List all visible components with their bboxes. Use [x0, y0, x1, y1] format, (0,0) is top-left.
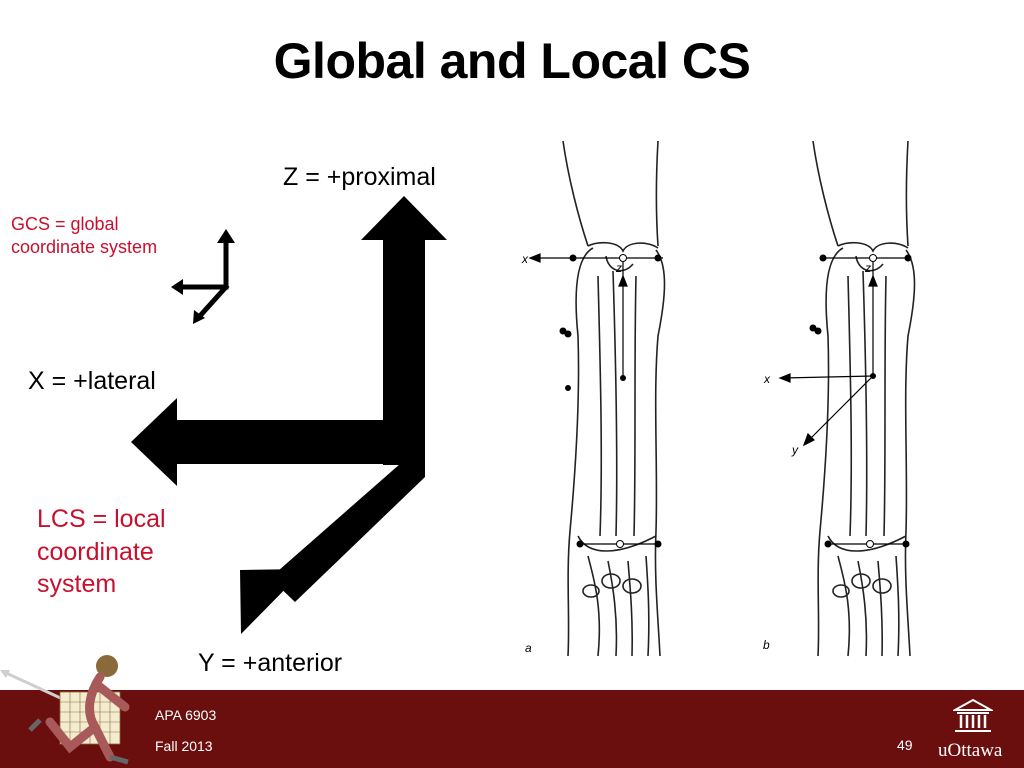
x-arrow-shaft	[177, 420, 425, 464]
leg-panel-b	[812, 140, 916, 657]
footer-course: APA 6903	[155, 707, 217, 723]
panel-b-y-label: y	[791, 443, 799, 457]
footer-page-number: 49	[897, 737, 913, 753]
footer-bar	[0, 690, 1024, 768]
lcs-note: LCS = local coordinate system	[37, 503, 166, 601]
leg-bone-figure: x z a z x y b	[521, 140, 916, 657]
leg-panel-a	[562, 140, 666, 657]
gcs-axes-icon	[171, 229, 235, 324]
gcs-note-line: GCS = global	[11, 214, 119, 234]
panel-a-x-label: x	[521, 252, 529, 266]
uottawa-building-icon	[953, 698, 993, 732]
y-arrow-head	[240, 569, 305, 634]
panel-b-x-label: x	[763, 372, 771, 386]
slide-title: Global and Local CS	[273, 33, 751, 89]
z-arrow-head	[361, 196, 447, 240]
panel-a-label: a	[525, 641, 532, 655]
y-arrow-shaft	[270, 442, 425, 602]
uottawa-logo-text: uOttawa	[938, 740, 1003, 761]
lcs-note-line: LCS = local	[37, 505, 166, 533]
panel-b-z-label: z	[864, 261, 871, 275]
x-arrow-head	[131, 398, 177, 486]
gcs-note: GCS = global coordinate system	[11, 213, 157, 260]
runner-logo	[0, 655, 130, 765]
lcs-note-line: coordinate	[37, 537, 154, 566]
panel-a-z-label: z	[615, 261, 622, 275]
x-axis-label: X = +lateral	[28, 367, 156, 395]
lcs-note-line: system	[37, 570, 117, 598]
y-axis-label: Y = +anterior	[198, 649, 343, 677]
footer-term: Fall 2013	[155, 738, 213, 754]
lcs-axes-arrows	[131, 196, 447, 634]
gcs-note-line: coordinate system	[11, 237, 158, 258]
z-axis-label: Z = +proximal	[283, 163, 436, 191]
panel-b-label: b	[763, 638, 770, 652]
